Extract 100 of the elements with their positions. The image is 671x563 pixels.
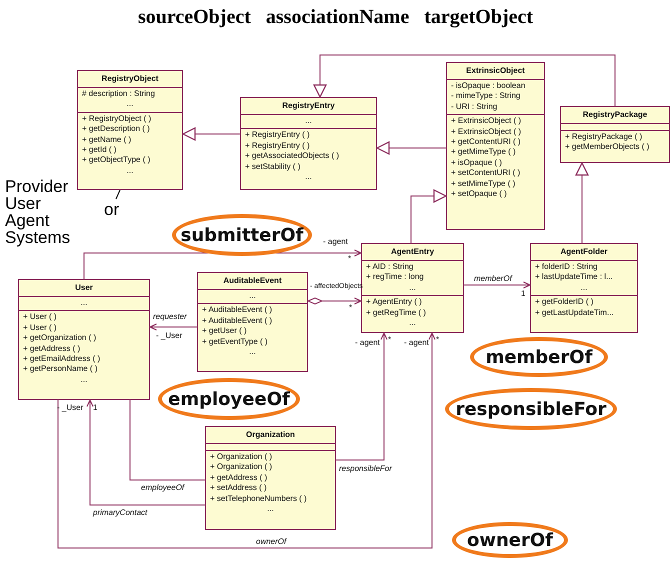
class-name: AgentEntry: [390, 247, 436, 257]
edge-label: responsibleFor: [338, 464, 393, 473]
multiplicity-label: *: [348, 254, 352, 263]
operation-text: + getId ( ): [82, 145, 118, 156]
attribute-text: + regTime : long: [366, 272, 425, 283]
generalization-arrow: [376, 141, 446, 155]
operation-text: + isOpaque ( ): [451, 158, 503, 168]
class-name: AgentFolder: [559, 247, 609, 257]
association-arrow: [58, 332, 436, 548]
association-arrow: [86, 400, 206, 506]
attribute-text: ...: [580, 282, 588, 294]
operation-text: + getObjectType ( ): [82, 155, 152, 166]
operation-text: + getEmailAddress ( ): [23, 354, 102, 364]
operation-text: + getEventType ( ): [202, 336, 269, 348]
operation-text: + getMemberObjects ( ): [565, 142, 650, 153]
operation-text: + getContentURI ( ): [451, 137, 522, 148]
operation-text: ...: [80, 374, 88, 386]
role-label: - agent: [404, 338, 429, 347]
attribute-text: + AID : String: [366, 262, 414, 272]
operation-text: + setMimeType ( ): [451, 178, 516, 190]
operation-text: + getUser ( ): [202, 326, 248, 337]
class-box: [560, 106, 670, 163]
attribute-text: + lastUpdateTime : l...: [535, 272, 614, 283]
association-name: responsibleFor: [456, 398, 606, 420]
attribute-text: - isOpaque : boolean: [451, 81, 526, 92]
association-name: employeeOf: [168, 388, 290, 410]
operation-text: + getName ( ): [82, 134, 132, 146]
operation-text: + getMimeType ( ): [451, 147, 517, 158]
attribute-text: ...: [126, 99, 134, 110]
operation-text: + Organization ( ): [210, 452, 274, 462]
operation-text: + setStability ( ): [245, 162, 302, 172]
operation-text: + AuditableEvent ( ): [202, 305, 274, 316]
generalization-arrow: [313, 54, 616, 106]
operation-text: + AuditableEvent ( ): [202, 316, 274, 326]
operation-text: ...: [248, 347, 257, 358]
operation-text: + ExtrinsicObject ( ): [451, 126, 522, 138]
generalization-arrow: [575, 162, 589, 244]
class-box: [530, 243, 638, 333]
generalization-arrow: [182, 127, 240, 141]
operation-text: + getFolderID ( ): [535, 297, 594, 308]
edge-label: employeeOf: [140, 483, 186, 492]
operation-text: + getPersonName ( ): [23, 364, 98, 375]
annotation-text: Provider User Agent Systems: [5, 178, 72, 246]
aggregation-arrow: [308, 298, 362, 304]
association-name: memberOf: [486, 346, 592, 368]
generalization-arrow: [410, 189, 447, 244]
operation-text: + getAddress ( ): [210, 472, 268, 484]
role-label: - agent: [355, 338, 380, 347]
attribute-text: - URI : String: [451, 102, 498, 112]
association-arrow: [464, 282, 530, 288]
role-label: - _User: [156, 331, 182, 340]
operation-text: + setContentURI ( ): [451, 168, 522, 179]
operation-text: + User ( ): [23, 322, 58, 334]
class-name: ExtrinsicObject: [465, 66, 526, 76]
role-label: - agent: [323, 237, 348, 246]
operation-text: ...: [266, 504, 275, 514]
attribute-text: ...: [304, 116, 313, 126]
operation-text: + Organization ( ): [210, 462, 274, 473]
multiplicity-label: *: [436, 335, 440, 344]
attribute-text: ...: [408, 282, 417, 294]
operation-text: + AgentEntry ( ): [366, 297, 423, 308]
multiplicity-label: *: [388, 335, 392, 344]
multiplicity-label: 1: [521, 289, 526, 298]
attribute-text: - mimeType : String: [451, 91, 522, 102]
class-box: [18, 279, 150, 400]
operation-text: ...: [126, 166, 134, 176]
operation-text: + RegistryPackage ( ): [565, 132, 644, 142]
class-name: RegistryEntry: [281, 101, 336, 111]
operation-text: + getDescription ( ): [82, 124, 151, 135]
edge-label: requester: [152, 312, 188, 321]
class-box: [446, 62, 545, 230]
operation-text: + getRegTime ( ): [366, 308, 427, 318]
class-name: Organization: [245, 430, 296, 440]
attribute-text: # description : String: [82, 89, 156, 100]
operation-text: + ExtrinsicObject ( ): [451, 116, 522, 127]
operation-text: + RegistryEntry ( ): [245, 140, 311, 152]
class-name: AuditableEvent: [222, 276, 283, 286]
class-box: [361, 243, 464, 333]
multiplicity-label: *: [349, 303, 352, 312]
operation-text: + User ( ): [23, 312, 58, 323]
multiplicity-label: 1: [93, 403, 98, 412]
class-box: [197, 272, 308, 372]
class-name: RegistryObject: [100, 74, 160, 84]
association-name: submitterOf: [180, 224, 304, 246]
annotation-text: or: [104, 201, 120, 218]
association-arrow: [150, 324, 198, 330]
operation-text: + getAssociatedObjects ( ): [245, 151, 340, 162]
attribute-text: ...: [248, 291, 257, 302]
edge-label: memberOf: [473, 274, 513, 283]
operation-text: + RegistryObject ( ): [82, 114, 152, 124]
operation-text: + setTelephoneNumbers ( ): [210, 494, 308, 504]
class-name: RegistryPackage: [582, 110, 648, 120]
operation-text: + getLastUpdateTim...: [535, 308, 615, 318]
class-name: User: [74, 283, 94, 293]
association-arrow: [336, 332, 388, 460]
role-label: - _User: [57, 403, 84, 412]
class-box: [77, 70, 183, 190]
operation-text: + RegistryEntry ( ): [245, 130, 311, 141]
edge-label: primaryContact: [92, 508, 148, 517]
diagram-title: sourceObject associationName targetObject: [136, 6, 534, 29]
